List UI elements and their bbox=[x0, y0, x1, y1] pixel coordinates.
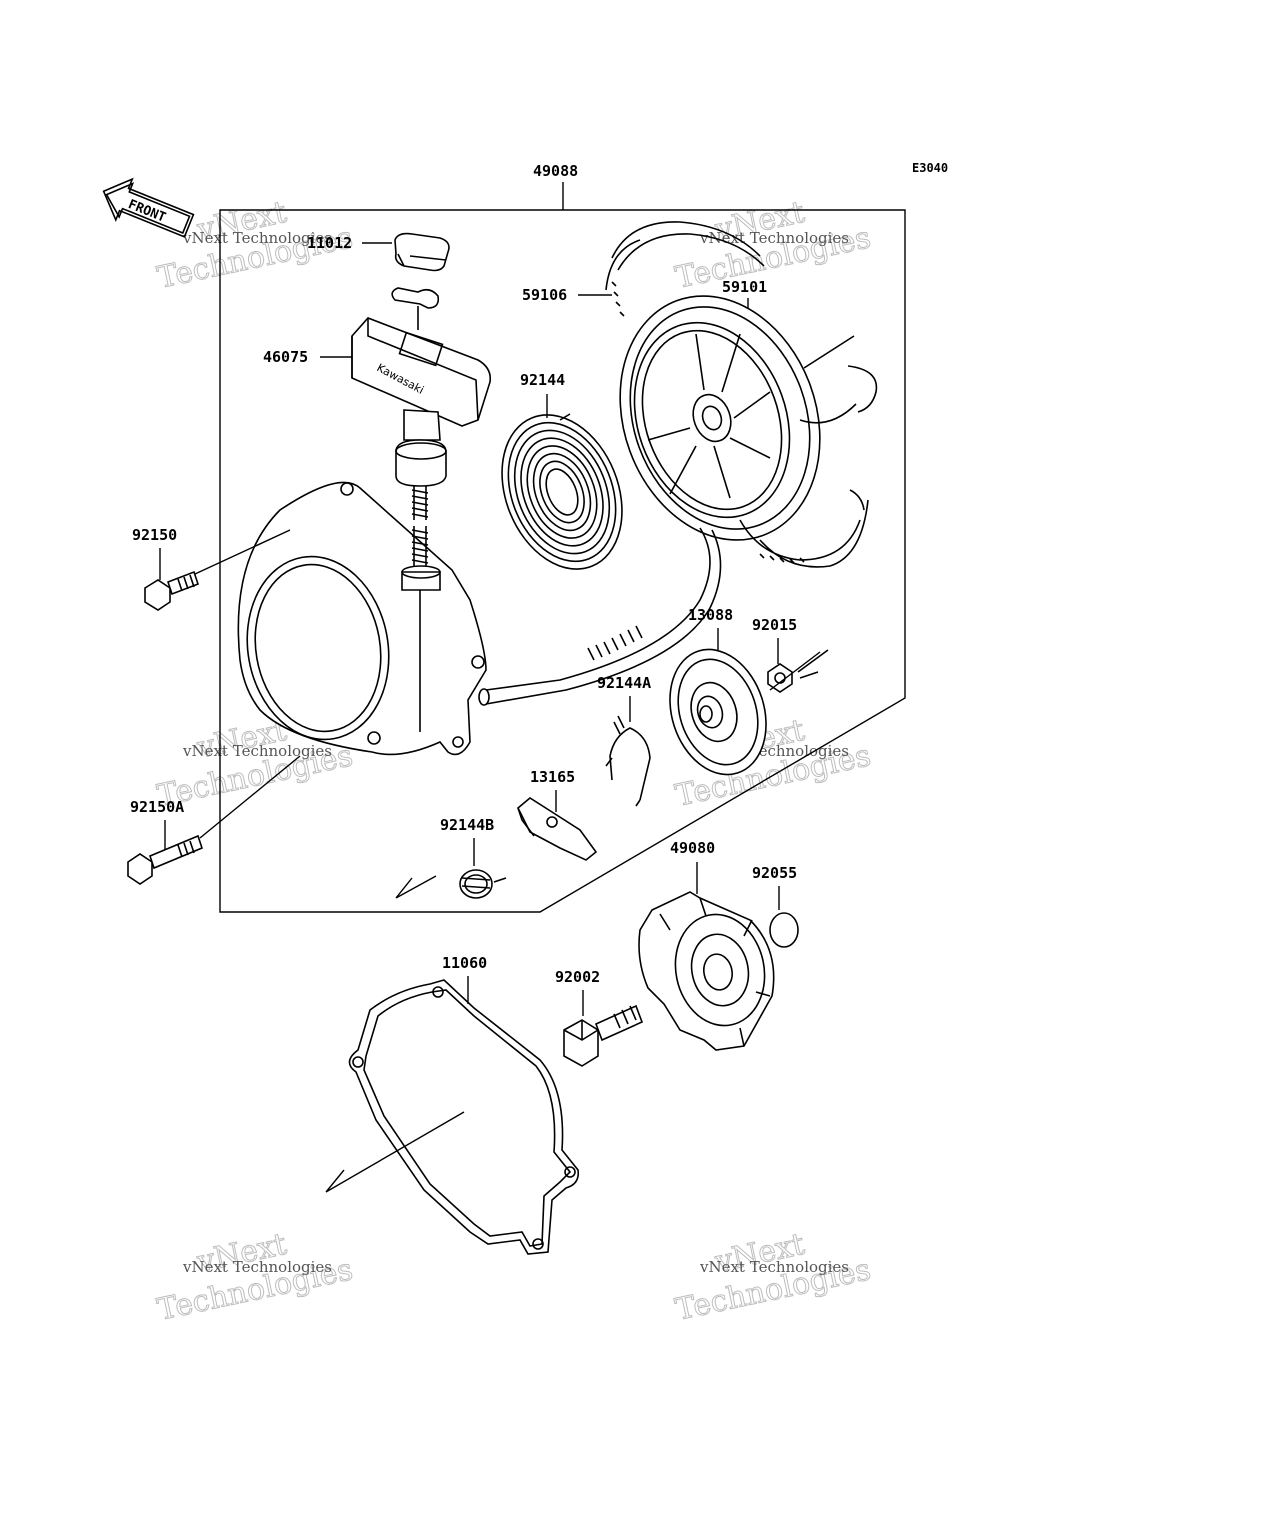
part-label-92144: 92144 bbox=[520, 371, 565, 389]
clip-spring-92144A bbox=[605, 715, 651, 807]
part-label-11012: 11012 bbox=[307, 234, 352, 252]
starter-rope bbox=[478, 527, 722, 706]
starter-pulley-49080 bbox=[638, 891, 775, 1051]
o-ring-92055 bbox=[769, 912, 799, 948]
part-label-92015: 92015 bbox=[752, 616, 797, 634]
part-label-92144A: 92144A bbox=[597, 674, 651, 692]
part-label-59101: 59101 bbox=[722, 278, 767, 296]
bolt-92150 bbox=[144, 570, 200, 611]
part-label-13165: 13165 bbox=[530, 768, 575, 786]
watermark-bottom-left: vNext Technologies vNext Technologies bbox=[154, 1226, 356, 1328]
gasket-11060 bbox=[325, 979, 580, 1255]
ratchet-13165 bbox=[517, 797, 598, 861]
svg-text:vNext Technologies: vNext Technologies bbox=[699, 1258, 849, 1276]
part-label-13088: 13088 bbox=[688, 606, 733, 624]
recoil-pulley-59101 bbox=[605, 221, 878, 568]
watermark-bottom-right: vNext Technologies vNext Technologies bbox=[672, 1226, 874, 1328]
ratchet-plate-13088 bbox=[669, 648, 767, 776]
starter-case bbox=[237, 481, 487, 756]
part-label-92002: 92002 bbox=[555, 968, 600, 986]
diagram-code: E3040 bbox=[912, 161, 948, 175]
bolt-92002 bbox=[563, 1004, 644, 1067]
part-label-92055: 92055 bbox=[752, 864, 797, 882]
part-label-49088: 49088 bbox=[533, 162, 578, 180]
part-label-92144B: 92144B bbox=[440, 816, 494, 834]
starter-handle-46075: Kawasaki bbox=[351, 287, 492, 520]
part-label-11060: 11060 bbox=[442, 954, 487, 972]
bolt-92150A bbox=[127, 834, 203, 885]
spiral-spring-92144 bbox=[501, 413, 623, 570]
part-label-92150: 92150 bbox=[132, 526, 177, 544]
part-label-59106: 59106 bbox=[522, 286, 567, 304]
front-arrow-icon: FRONT bbox=[102, 177, 195, 238]
svg-text:vNext Technologies: vNext Technologies bbox=[182, 1258, 332, 1276]
cap-11012 bbox=[394, 232, 450, 272]
part-label-92150A: 92150A bbox=[130, 798, 184, 816]
part-label-49080: 49080 bbox=[670, 839, 715, 857]
assembly-frame bbox=[219, 209, 906, 913]
nut-92015 bbox=[767, 649, 829, 693]
svg-text:vNext Technologies: vNext Technologies bbox=[182, 742, 332, 760]
coil-spring-92144B bbox=[459, 869, 507, 899]
svg-text:vNext Technologies: vNext Technologies bbox=[699, 229, 849, 247]
part-label-46075: 46075 bbox=[263, 348, 308, 366]
